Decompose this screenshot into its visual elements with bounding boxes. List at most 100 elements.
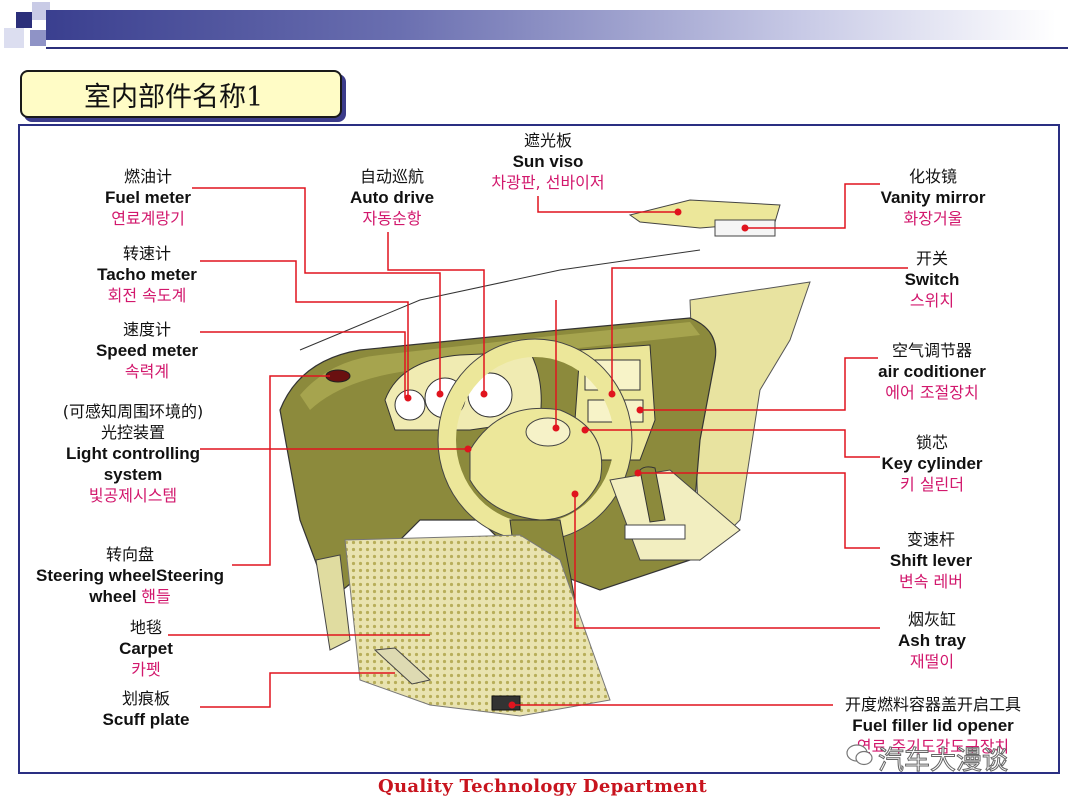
label-steering-wheel: 转向盘 Steering wheelSteering wheel 핸들 [24, 544, 236, 607]
label-ko: 스위치 [909, 291, 955, 310]
label-en: Ash tray [897, 631, 967, 650]
dot-tacho [404, 394, 412, 402]
label-cn: 烟灰缸 [907, 610, 956, 629]
label-en: Fuel meter [105, 188, 191, 207]
label-ko: 연료계랑기 [111, 209, 185, 228]
leader-tacho-meter [200, 260, 409, 398]
label-light-controlling-system: (可感知周围环境的) 光控装置 Light controlling system… [50, 401, 216, 506]
dot-mirror [741, 224, 749, 232]
leader-vanity-mirror [745, 183, 880, 229]
leader-scuff-plate [200, 672, 395, 708]
leader-sun-visor [537, 196, 678, 213]
dot-shift [634, 469, 642, 477]
label-auto-drive: 自动巡航 Auto drive 자동순항 [336, 166, 448, 229]
label-cn: 转速计 [122, 244, 171, 263]
label-en: Light controlling [65, 444, 201, 463]
label-en: Carpet [119, 639, 173, 658]
dash-top [300, 322, 700, 410]
page-title: 室内部件名称1 [84, 81, 264, 113]
label-ko: 자동순항 [362, 209, 422, 228]
horn-pad [525, 417, 571, 447]
dot-fuel [436, 390, 444, 398]
label-fuel-filler-lid-opener: 开度燃料容器盖开启工具 Fuel filler lid opener 연료 주기… [830, 694, 1036, 757]
leader-key-cylinder [585, 429, 880, 458]
label-switch: 开关 Switch 스위치 [890, 248, 974, 311]
label-cn: 划痕板 [121, 689, 170, 708]
label-ko: 연료 주기도감도구장치 [856, 737, 1010, 756]
label-en-2: wheel [89, 587, 137, 606]
header-square-light [4, 28, 24, 48]
header-square-mid [30, 30, 46, 46]
shift-lever [639, 466, 666, 523]
label-cn: 化妆镜 [908, 167, 957, 186]
watermark: 汽车大漫谈 [877, 746, 1009, 777]
dot-auto-drive [480, 390, 488, 398]
label-en: Speed meter [95, 341, 199, 360]
leader-lines [168, 183, 908, 708]
label-ko: 속력계 [124, 362, 170, 381]
label-ko: 에어 조절장치 [885, 383, 979, 402]
label-en-2: system [103, 465, 163, 484]
page-title-box: 室内部件名称1 [20, 70, 342, 118]
label-en: air coditioner [878, 362, 986, 381]
leader-speed-meter [200, 331, 406, 398]
label-cn: 自动巡航 [359, 167, 424, 186]
label-shift-lever: 变速杆 Shift lever 변속 레버 [876, 529, 986, 592]
scuff-plate [373, 647, 432, 685]
label-cn: 燃油计 [123, 167, 172, 186]
label-cn: (可感知周围环境的) [62, 402, 204, 421]
label-en: Shift lever [889, 551, 973, 570]
dot-visor [674, 208, 682, 216]
label-vanity-mirror: 化妆镜 Vanity mirror 화장거울 [870, 166, 996, 229]
label-cn: 开关 [915, 249, 948, 268]
label-cn: 锁芯 [915, 433, 948, 452]
dot-visor-2 [552, 424, 560, 432]
label-en: Vanity mirror [880, 188, 986, 207]
label-ko: 회전 속도계 [107, 286, 187, 305]
label-ko: 재떨이 [909, 652, 955, 671]
dot-switch [608, 390, 616, 398]
leader-shift-lever [638, 472, 880, 549]
windshield-line [299, 249, 701, 351]
dot-light [464, 445, 472, 453]
label-en: Scuff plate [102, 710, 190, 729]
header-square-light [32, 2, 50, 20]
label-cn: 转向盘 [105, 545, 154, 564]
label-ko: 카펫 [131, 660, 161, 679]
leader-fuel-meter [192, 187, 441, 394]
label-fuel-meter: 燃油计 Fuel meter 연료계랑기 [90, 166, 206, 229]
dot-key [581, 426, 589, 434]
label-ash-tray: 烟灰缸 Ash tray 재떨이 [882, 609, 982, 672]
dot-ash [571, 490, 579, 498]
label-ko: 빛공제시스템 [88, 486, 178, 505]
dot-fuel-lid [508, 701, 516, 709]
shift-gate [624, 524, 686, 540]
label-sun-visor: 遮光板 Sun viso 차광판, 선바이저 [468, 130, 628, 193]
leader-steering-wheel [232, 375, 330, 566]
label-ko: 차광판, 선바이저 [491, 173, 605, 192]
label-cn: 地毯 [129, 618, 162, 637]
label-air-conditioner: 空气调节器 air coditioner 에어 조절장치 [866, 340, 998, 403]
label-en: Switch [904, 270, 960, 289]
label-ko: 키 실린더 [900, 475, 964, 494]
label-cn: 速度计 [122, 320, 171, 339]
label-tacho-meter: 转速计 Tacho meter 회전 속도계 [84, 243, 210, 306]
label-en: Auto drive [349, 188, 435, 207]
label-en: Fuel filler lid opener [852, 716, 1014, 735]
label-en: Key cylinder [881, 454, 983, 473]
label-key-cylinder: 锁芯 Key cylinder 키 실린더 [870, 432, 994, 495]
leader-dots [404, 208, 749, 709]
label-ko: 변속 레버 [899, 572, 963, 591]
label-cn: 开度燃料容器盖开启工具 [844, 695, 1021, 714]
label-scuff-plate: 划痕板 Scuff plate [90, 688, 202, 730]
left-door-trim [315, 554, 351, 651]
header-gradient-bar [46, 10, 1056, 40]
label-cn-2: 光控装置 [100, 423, 165, 442]
label-carpet: 地毯 Carpet 카펫 [96, 617, 196, 680]
leader-ash-tray [574, 494, 880, 629]
label-ko: 핸들 [141, 587, 171, 606]
label-cn: 变速杆 [906, 530, 955, 549]
header-square-dark [16, 12, 32, 28]
label-en: Steering wheelSteering [36, 566, 224, 585]
